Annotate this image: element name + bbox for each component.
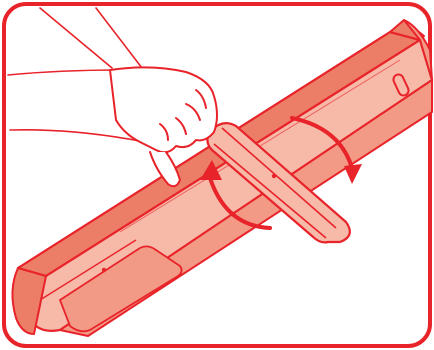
- arrow-head-right: [344, 164, 362, 184]
- long-box: [12, 20, 432, 336]
